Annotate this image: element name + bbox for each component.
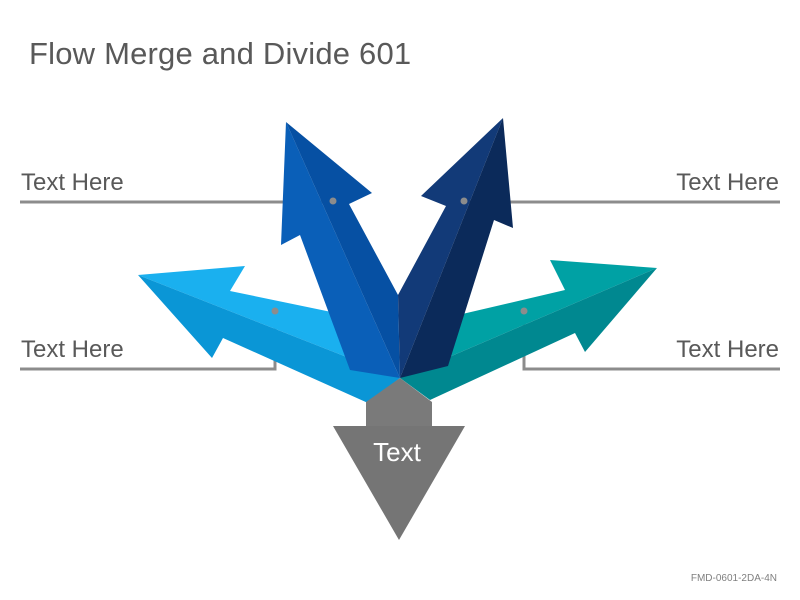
arrow-dark-navy (398, 118, 513, 378)
label-top-left: Text Here (21, 169, 124, 196)
arrow-dark-navy-left-face (398, 118, 503, 378)
arrow-teal (400, 260, 657, 400)
arrow-dark-navy-right-face (400, 118, 513, 378)
connector-dot-top-right (460, 197, 468, 205)
arrow-teal-bottom-face (400, 268, 657, 400)
arrow-teal-top-face (400, 260, 657, 378)
arrow-light-blue-bottom-face (138, 275, 400, 403)
label-bottom-left: Text Here (21, 336, 124, 363)
arrow-gray-head (333, 426, 465, 540)
arrow-gray-stem (366, 378, 432, 428)
arrow-light-blue (138, 266, 400, 403)
connector-dots (271, 197, 528, 315)
label-bottom-right: Text Here (676, 336, 779, 363)
center-arrow-text: Text (373, 437, 421, 467)
arrow-light-blue-top-face (138, 266, 400, 378)
arrow-mid-blue (281, 122, 400, 378)
arrow-mid-blue-left-face (281, 122, 400, 378)
page-title: Flow Merge and Divide 601 (29, 36, 412, 71)
connector-dot-bottom-left (271, 307, 279, 315)
arrow-gray-down (333, 378, 465, 540)
footer-code: FMD-0601-2DA-4N (690, 573, 777, 584)
arrow-mid-blue-right-face (286, 122, 400, 378)
label-top-right: Text Here (676, 169, 779, 196)
connector-dot-bottom-right (520, 307, 528, 315)
connector-dot-top-left (329, 197, 337, 205)
